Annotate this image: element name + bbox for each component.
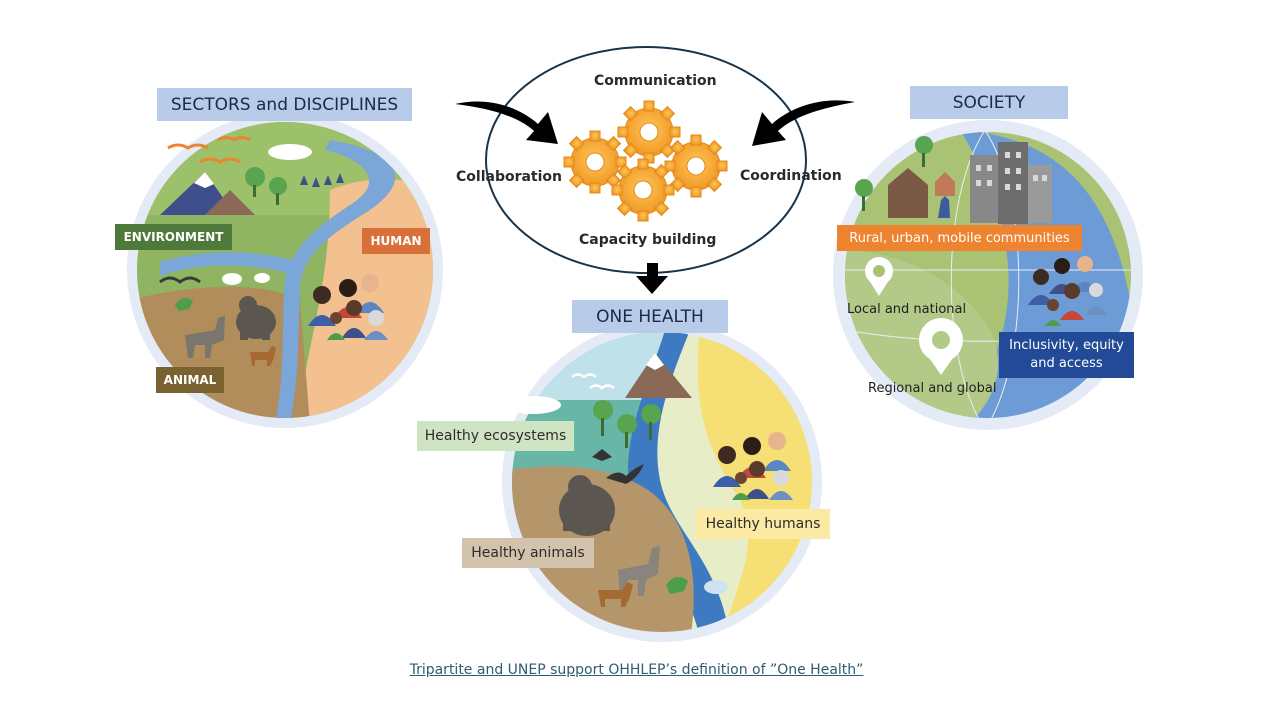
human-tag: HUMAN <box>362 228 430 254</box>
healthy-animals-tag: Healthy animals <box>462 538 594 568</box>
arrow-from-society-icon <box>752 100 855 146</box>
local-national-label: Local and national <box>847 302 967 317</box>
arrow-from-sectors-icon <box>455 101 558 144</box>
environment-tag: ENVIRONMENT <box>115 224 232 250</box>
inclusivity-line-2: and access <box>1030 356 1103 371</box>
communication-label: Communication <box>594 73 717 89</box>
animal-tag: ANIMAL <box>156 367 224 393</box>
capacity-building-label: Capacity building <box>579 232 717 248</box>
society-title: SOCIETY <box>910 86 1068 119</box>
arrow-to-one-health-icon <box>636 263 668 294</box>
collaboration-label: Collaboration <box>456 169 563 185</box>
communities-tag: Rural, urban, mobile communities <box>837 225 1082 251</box>
source-caption-link[interactable]: Tripartite and UNEP support OHHLEP’s def… <box>409 662 864 678</box>
inclusivity-tag: Inclusivity, equity and access <box>999 332 1134 378</box>
gears-icon <box>563 100 728 222</box>
society-circle <box>833 120 1143 430</box>
healthy-humans-tag: Healthy humans <box>696 509 830 539</box>
one-health-title: ONE HEALTH <box>572 300 728 333</box>
healthy-ecosystems-tag: Healthy ecosystems <box>417 421 574 451</box>
inclusivity-line-1: Inclusivity, equity <box>1009 337 1124 353</box>
local-pin-icon <box>865 257 893 296</box>
sectors-people-illustration <box>308 274 388 340</box>
society-people-illustration <box>1028 256 1107 326</box>
one-health-circle <box>502 322 822 642</box>
one-health-people-illustration <box>713 432 793 500</box>
regional-pin-icon <box>919 318 963 375</box>
coordination-label: Coordination <box>740 168 842 184</box>
sectors-circle <box>127 112 443 428</box>
regional-global-label: Regional and global <box>868 381 997 396</box>
sectors-title: SECTORS and DISCIPLINES <box>157 88 412 121</box>
